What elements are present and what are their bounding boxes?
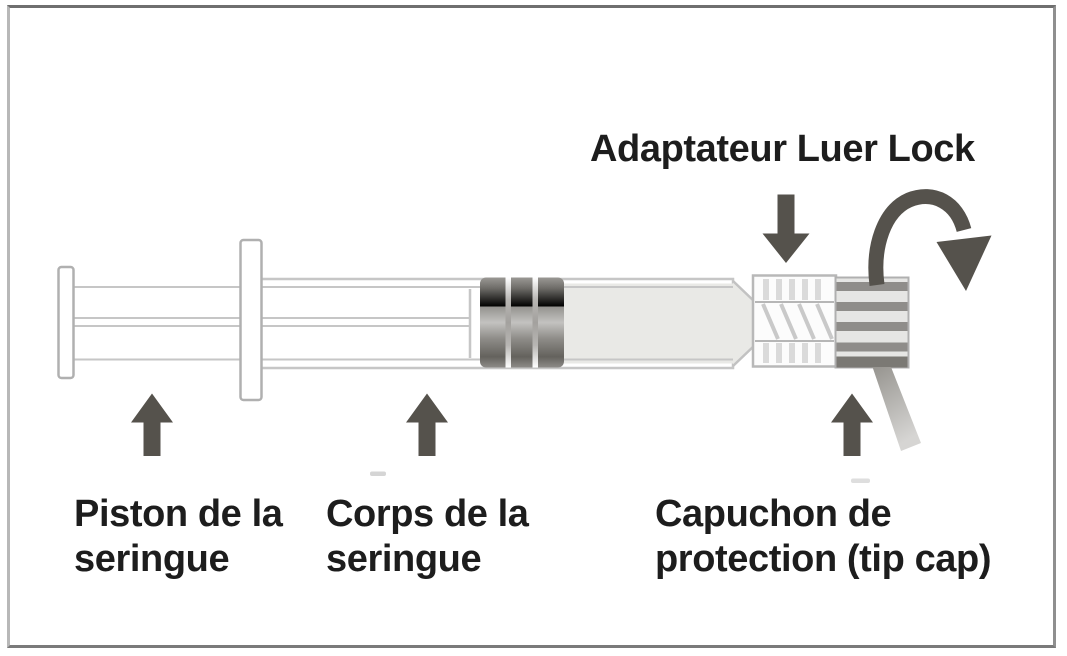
label-plunger: Piston de la seringue [74, 493, 283, 580]
label-barrel: Corps de la seringue [326, 493, 529, 580]
curved-twist-arrow-icon [868, 189, 992, 451]
smudge-mark [370, 471, 386, 476]
smudge-mark [851, 478, 870, 483]
twist-arrow-tail [872, 367, 921, 451]
plunger-rod [74, 289, 472, 358]
screw-thread-hatching [761, 303, 834, 340]
barrel-shoulder [733, 281, 756, 366]
down-arrow-icon [762, 194, 810, 263]
syringe-barrel [74, 277, 757, 370]
plunger-stopper [480, 277, 564, 368]
label-luer-lock-adapter: Adaptateur Luer Lock [590, 128, 975, 170]
up-arrow-icon [831, 393, 873, 456]
finger-flange [239, 238, 263, 402]
twist-arrow-head [936, 235, 992, 291]
up-arrow-icon [406, 393, 448, 456]
up-arrow-icon [131, 393, 173, 456]
liquid-fill [564, 283, 734, 364]
figure-border-frame [7, 5, 1056, 648]
label-tip-cap: Capuchon de protection (tip cap) [655, 493, 992, 580]
luer-lock-adapter [751, 274, 838, 368]
thumb-rest [57, 265, 75, 380]
tip-cap [834, 276, 910, 369]
